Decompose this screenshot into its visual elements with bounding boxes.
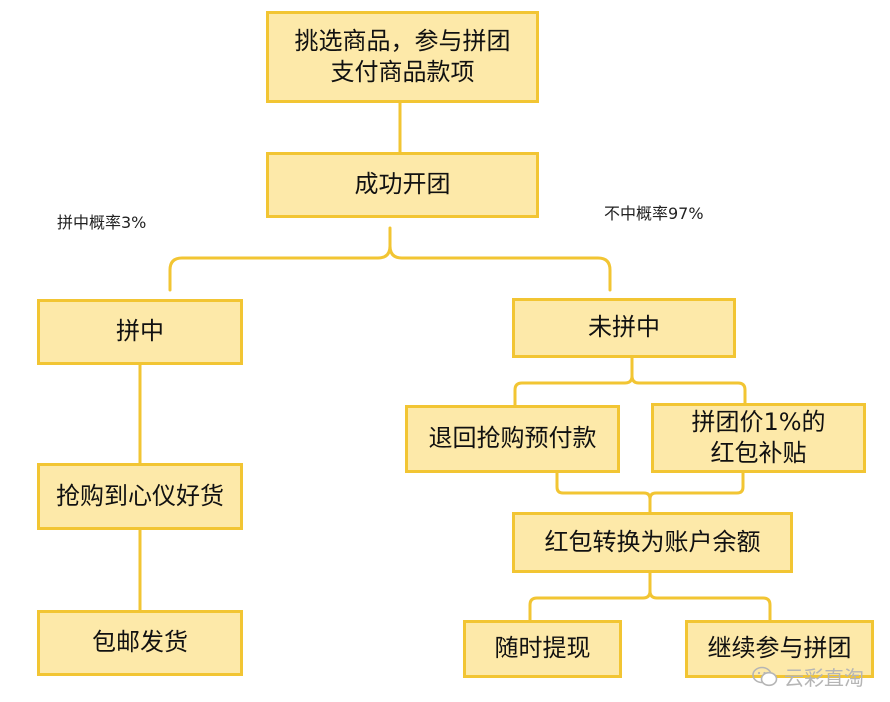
brace-lose-split: [513, 356, 747, 407]
node-buy: 抢购到心仪好货: [37, 463, 243, 530]
node-withdraw: 随时提现: [463, 620, 622, 678]
node-lose-label: 未拼中: [588, 313, 660, 342]
node-ship-label: 包邮发货: [92, 628, 188, 657]
watermark: 云彩直淘: [752, 662, 864, 691]
node-success-label: 成功开团: [354, 170, 451, 199]
node-refund-label: 退回抢购预付款: [428, 424, 597, 453]
bracket-join-convert: [555, 471, 745, 514]
label-win-probability: 拼中概率3%: [57, 213, 147, 232]
node-redpacket-line1: 拼团价1%的: [691, 407, 826, 436]
node-win-label: 拼中: [116, 317, 164, 346]
wechat-icon: [752, 666, 778, 686]
node-withdraw-label: 随时提现: [494, 634, 591, 663]
node-buy-label: 抢购到心仪好货: [56, 481, 224, 510]
node-start: 挑选商品，参与拼团 支付商品款项: [266, 11, 539, 103]
node-win: 拼中: [37, 299, 243, 365]
node-lose: 未拼中: [512, 298, 736, 358]
node-start-line1: 挑选商品，参与拼团: [294, 26, 511, 55]
label-lose-probability: 不中概率97%: [604, 204, 704, 223]
node-refund: 退回抢购预付款: [405, 405, 620, 473]
node-continue: 继续参与拼团: [685, 620, 874, 678]
node-success: 成功开团: [266, 152, 539, 218]
node-redpacket: 拼团价1%的 红包补贴: [651, 403, 866, 473]
node-convert: 红包转换为账户余额: [512, 512, 793, 573]
node-redpacket-line2: 红包补贴: [710, 439, 807, 467]
node-convert-label: 红包转换为账户余额: [544, 527, 761, 556]
brace-success-split: [168, 226, 612, 292]
brace-convert-split: [528, 571, 772, 622]
watermark-text: 云彩直淘: [784, 666, 864, 690]
node-start-line2: 支付商品款项: [330, 58, 475, 86]
node-ship: 包邮发货: [37, 610, 243, 676]
node-continue-label: 继续参与拼团: [707, 634, 852, 663]
